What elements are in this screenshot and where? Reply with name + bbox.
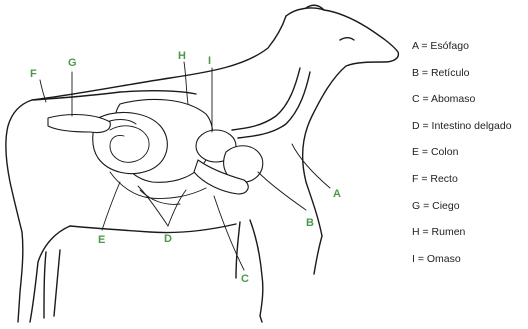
legend-item-e: E = Colon [412,144,512,171]
callout-f: F [30,68,37,80]
legend-item-i: I = Omaso [412,251,512,278]
rectum-organ [34,91,196,100]
legend-item-h: H = Rumen [412,224,512,251]
legend-item-a: A = Esófago [412,38,512,65]
callout-i: I [208,55,211,67]
callout-a: A [333,188,341,200]
legend-item-d: D = Intestino delgado [412,118,512,145]
legend: A = Esófago B = Retículo C = Abomaso D =… [412,38,512,277]
callout-d: D [164,233,172,245]
callout-g: G [68,57,77,69]
callout-c: C [241,273,249,285]
organs [34,68,310,204]
legend-item-g: G = Ciego [412,198,512,225]
legend-item-c: C = Abomaso [412,91,512,118]
callout-e: E [98,234,105,246]
legend-item-b: B = Retículo [412,65,512,92]
legend-item-f: F = Recto [412,171,512,198]
callout-h: H [178,50,186,62]
callout-b: B [306,217,314,229]
